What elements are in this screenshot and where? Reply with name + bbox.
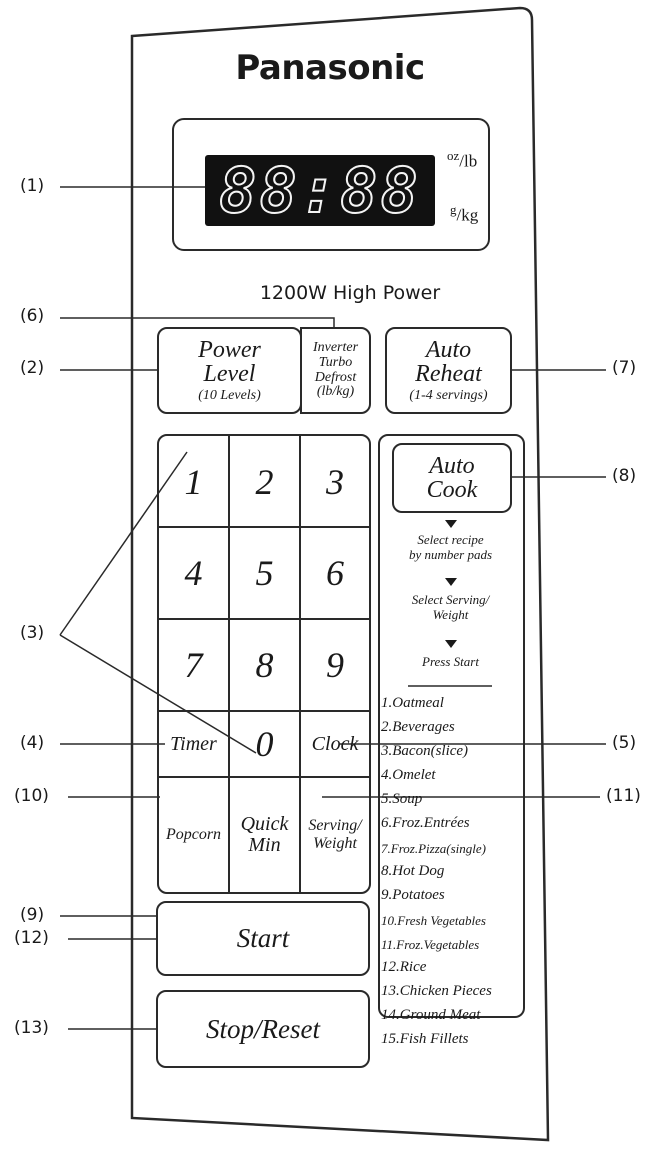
recipe-item: 4.Omelet	[381, 767, 436, 783]
instruction-step2: Select Serving/ Weight	[378, 592, 523, 623]
instruction-step1: Select recipe by number pads	[378, 532, 523, 563]
callout-3: (3)	[20, 623, 45, 643]
unit-g: g	[450, 202, 457, 217]
stop-reset-button[interactable]: Stop/Reset	[156, 990, 370, 1068]
recipe-item: 3.Bacon(slice)	[381, 743, 469, 759]
key-6[interactable]: 6	[326, 553, 344, 593]
recipe-item: 14.Ground Meat	[381, 1007, 481, 1023]
unit-oz: oz	[447, 148, 460, 163]
key-8[interactable]: 8	[255, 645, 274, 685]
recipe-item: 1.Oatmeal	[381, 695, 444, 711]
inverter-line3: Defrost	[314, 369, 357, 385]
instruction-step3: Press Start	[422, 654, 479, 669]
power-level-button[interactable]: Power Level (10 Levels)	[157, 327, 302, 414]
number-keypad	[157, 434, 371, 894]
instruction-step1-line1: Select recipe	[417, 532, 484, 547]
recipe-item: 7.Froz.Pizza(single)	[381, 841, 486, 856]
auto-reheat-line3: (1-4 servings)	[409, 387, 488, 403]
recipe-item: 15.Fish Fillets	[381, 1031, 469, 1047]
callout-2: (2)	[20, 358, 45, 378]
callout-11: (11)	[606, 786, 641, 806]
callout-7: (7)	[612, 358, 637, 378]
key-1[interactable]: 1	[184, 461, 203, 502]
power-level-line3: (10 Levels)	[198, 387, 261, 403]
callout-9: (9)	[20, 905, 45, 925]
callout-4: (4)	[20, 733, 45, 753]
display-frame	[172, 118, 490, 251]
instruction-step2-line1: Select Serving/	[411, 592, 490, 607]
inverter-line4: (lb/kg)	[316, 384, 355, 400]
power-level-line1: Power	[198, 336, 261, 363]
callout-8: (8)	[612, 466, 637, 486]
quick-min-line1: Quick	[240, 812, 289, 835]
display-digits: 88:88	[218, 153, 421, 227]
serving-line1: Serving/	[308, 816, 362, 834]
serving-weight-button[interactable]: Serving/ Weight	[300, 777, 370, 892]
auto-cook-button[interactable]: Auto Cook	[392, 443, 512, 513]
recipe-item: 11.Froz.Vegetables	[381, 937, 480, 952]
recipe-item: 5.Soup	[381, 791, 423, 807]
key-5[interactable]: 5	[255, 553, 274, 593]
recipe-item: 10.Fresh Vegetables	[381, 913, 486, 928]
serving-line2: Weight	[313, 834, 357, 852]
auto-cook-line1: Auto	[429, 453, 475, 479]
recipe-item: 9.Potatoes	[381, 887, 445, 903]
instruction-step2-line2: Weight	[432, 606, 469, 622]
unit-oz-lb: oz/lb	[447, 148, 478, 171]
panel-border	[130, 6, 550, 1142]
quick-min-line2: Min	[248, 833, 281, 856]
inverter-line2: Turbo	[318, 354, 353, 370]
callout-1: (1)	[20, 176, 45, 196]
arrow-down-icon	[445, 640, 457, 648]
auto-cook-line2: Cook	[426, 477, 478, 503]
recipe-item: 13.Chicken Pieces	[381, 983, 492, 999]
key-7[interactable]: 7	[184, 645, 203, 685]
recipe-item: 12.Rice	[381, 959, 427, 975]
recipe-item: 8.Hot Dog	[381, 863, 445, 879]
key-3[interactable]: 3	[326, 461, 344, 502]
power-level-line2: Level	[203, 360, 256, 387]
key-4[interactable]: 4	[184, 553, 203, 593]
callout-6: (6)	[20, 306, 45, 326]
start-button[interactable]: Start	[156, 901, 370, 976]
power-rating-label: 1200W High Power	[259, 282, 441, 304]
auto-reheat-line1: Auto	[425, 336, 472, 363]
arrow-down-icon	[445, 520, 457, 528]
key-0[interactable]: 0	[255, 724, 274, 764]
auto-cook-panel	[378, 434, 525, 1018]
callout-13: (13)	[14, 1018, 49, 1038]
arrow-down-icon	[445, 578, 457, 586]
leader-line-3a	[59, 451, 188, 636]
auto-reheat-button[interactable]: Auto Reheat (1-4 servings)	[385, 327, 512, 414]
callout-10: (10)	[14, 786, 49, 806]
key-9[interactable]: 9	[326, 645, 344, 685]
digital-display: 88:88	[205, 155, 435, 226]
recipe-item: 2.Beverages	[381, 719, 455, 735]
popcorn-button[interactable]: Popcorn	[165, 825, 222, 843]
key-2[interactable]: 2	[255, 461, 274, 502]
unit-kg: kg	[461, 205, 479, 225]
callout-12: (12)	[14, 928, 49, 948]
auto-reheat-line2: Reheat	[415, 360, 482, 387]
leader-line-6	[60, 317, 335, 327]
inverter-line1: Inverter	[312, 340, 359, 356]
timer-button[interactable]: Timer	[170, 732, 217, 755]
instruction-step1-line2: by number pads	[408, 546, 493, 562]
callout-5: (5)	[612, 733, 637, 753]
inverter-turbo-defrost-button[interactable]: Inverter Turbo Defrost (lb/kg)	[300, 327, 371, 414]
recipe-item: 6.Froz.Entrées	[381, 815, 470, 831]
quick-min-button[interactable]: Quick Min	[229, 777, 300, 892]
clock-button[interactable]: Clock	[311, 732, 359, 755]
unit-lb: lb	[464, 151, 478, 171]
unit-g-kg: g/kg	[450, 202, 479, 225]
brand-logo: Panasonic	[235, 48, 425, 88]
keypad-grid	[158, 436, 370, 892]
